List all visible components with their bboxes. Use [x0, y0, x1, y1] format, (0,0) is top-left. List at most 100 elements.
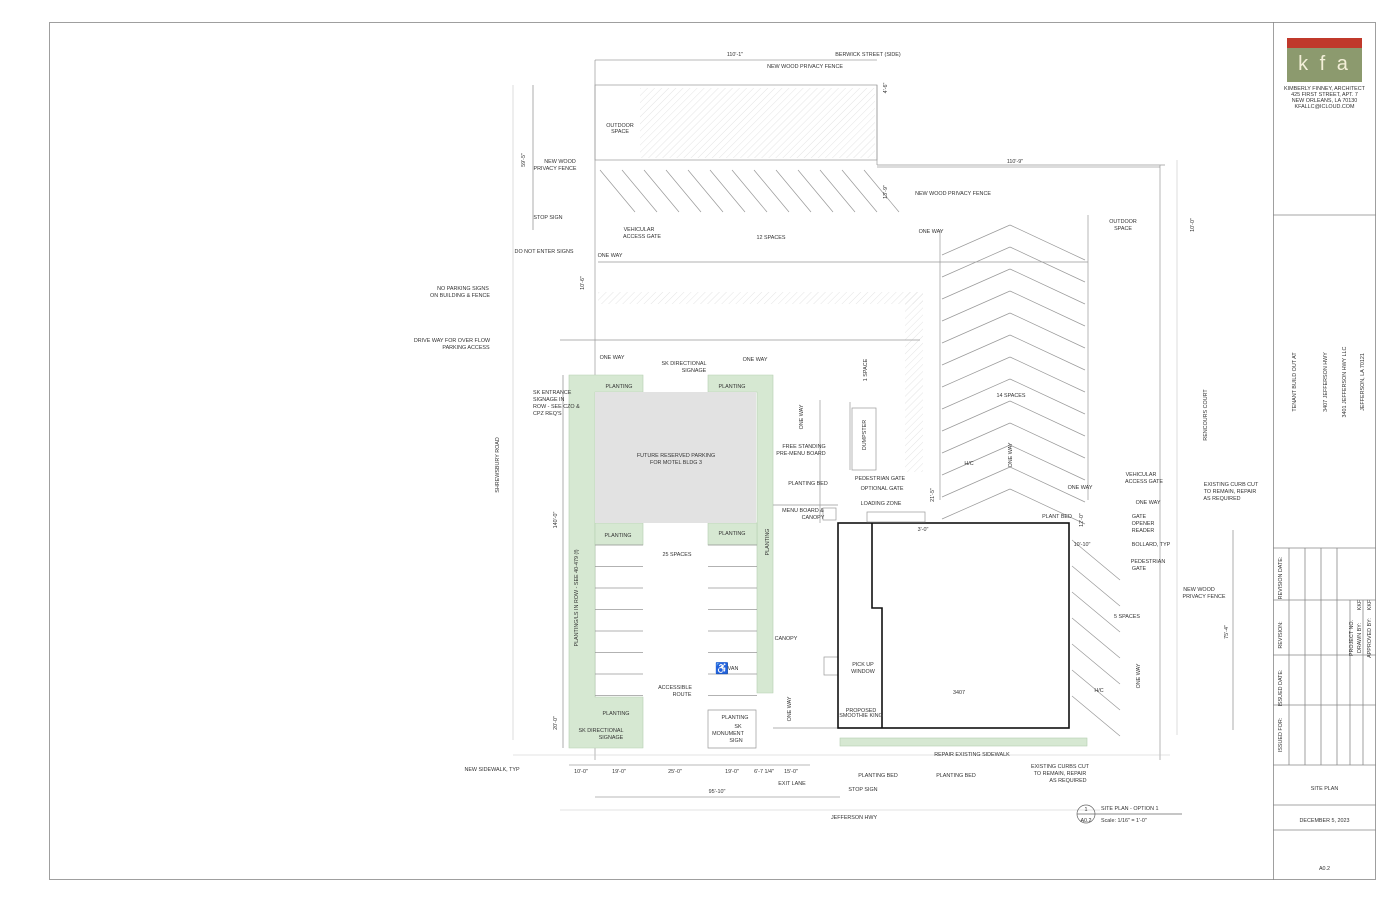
parking-stripe [941, 444, 1011, 476]
parking-stripe [941, 400, 1011, 432]
annotation-ped-gate2-a: PEDESTRIAN [1131, 559, 1166, 565]
annotation-one-space: 1 SPACE [863, 358, 869, 381]
annotation-premenu-a: FREE STANDING [782, 444, 825, 450]
annotation-curb-cut2-b: TO REMAIN, REPAIR [1034, 771, 1087, 777]
annotation-stop-sign-bot: STOP SIGN [848, 787, 877, 793]
parking-stripe [1071, 669, 1121, 711]
dimension-lines [532, 59, 1234, 798]
logo-text: k f a [1298, 53, 1351, 75]
parking-stripes-14-spaces [941, 224, 1086, 525]
annotation-dim-b3: 25'-0" [668, 769, 682, 775]
annotation-planting-5: PLANTING [765, 529, 771, 556]
parking-stripes-12-spaces [599, 169, 900, 213]
annotation-fence-right-a: NEW WOOD [1183, 587, 1215, 593]
annotation-fence-left-b: PRIVACY FENCE [534, 166, 577, 172]
annotation-planting-row: PLANTING/LS IN ROW - SEE 40-479 (f) [574, 549, 580, 646]
annotation-one-way-6: ONE WAY [1008, 442, 1014, 467]
parking-stripe [941, 290, 1011, 322]
pickup-window [823, 656, 839, 676]
parking-stripe [941, 224, 1011, 256]
annotation-dim-75-4: 75'-4" [1224, 625, 1230, 639]
annotation-dim-21-5: 21'-5" [930, 488, 936, 502]
plan-annotations: 110'-1"BERWICK STREET (SIDE)NEW WOOD PRI… [414, 52, 1259, 821]
annotation-one-way-4: ONE WAY [743, 357, 768, 363]
annotation-premenu-b: PRE-MENU BOARD [776, 451, 826, 457]
annotation-access-b: ROUTE [673, 692, 692, 698]
annotation-van: VAN [728, 666, 739, 672]
annotation-one-way-9: ONE WAY [1136, 663, 1142, 688]
firm-address-1: 425 FIRST STREET, APT. 7 [1291, 92, 1358, 98]
annotation-sk-ent-a: SK ENTRANCE [533, 390, 572, 396]
sk-monument-sign [707, 709, 757, 749]
annotation-fence-top: NEW WOOD PRIVACY FENCE [767, 64, 843, 70]
annotation-bollard: BOLLARD, TYP [1132, 542, 1171, 548]
parking-stripe [1071, 643, 1121, 685]
annotation-hc-1: H/C [964, 461, 973, 467]
firm-email: KFALLC@ICLOUD.COM [1295, 104, 1355, 110]
annotation-opt-gate: OPTIONAL GATE [861, 486, 904, 492]
annotation-dim-20-0: 20'-0" [553, 716, 559, 730]
annotation-outdoor1-a: OUTDOOR [606, 123, 634, 129]
annotation-sk-dir2-b: SIGNAGE [599, 735, 624, 741]
annotation-spaces-5: 5 SPACES [1114, 614, 1140, 620]
future-reserved-parking [595, 392, 756, 523]
sheet-border [49, 22, 1376, 880]
annotation-one-way-2: ONE WAY [598, 253, 623, 259]
parking-stripe [941, 356, 1011, 388]
annotation-new-sidewalk: NEW SIDEWALK, TYP [464, 767, 520, 773]
revision-table: ISSUED FOR:ISSUED DATE:REVISION:REVISION… [1273, 548, 1376, 765]
annotation-outdoor2-b: SPACE [1114, 226, 1132, 232]
annotation-dim-110-9: 110'-9" [1007, 159, 1023, 165]
annotation-curb-cut2-a: EXISTING CURBS CUT [1031, 764, 1090, 770]
annotation-curb-cut1-a: EXISTING CURB CUT [1204, 482, 1259, 488]
parking-stripe [621, 169, 658, 213]
annotation-dim-13-9: 13'-9" [883, 185, 889, 199]
annotation-overflow-a: DRIVE WAY FOR OVER FLOW [414, 338, 491, 344]
revision-approved-by-label: APPROVED BY: [1367, 618, 1373, 658]
parking-stripe [941, 268, 1011, 300]
annotation-planting-bed-2: PLANTING BED [858, 773, 898, 779]
parking-stripe [599, 169, 636, 213]
annotation-dim-12-0: 12'-0" [1079, 513, 1085, 527]
annotation-veh-gate1-a: VEHICULAR [624, 227, 655, 233]
parking-stripe [1071, 565, 1121, 607]
annotation-ped-gate: PEDESTRIAN GATE [855, 476, 906, 482]
annotation-one-way-7: ONE WAY [1068, 485, 1093, 491]
parking-stripe [709, 169, 746, 213]
dumpster [851, 407, 877, 471]
parking-stripe [1071, 695, 1121, 737]
annotation-do-not-enter: DO NOT ENTER SIGNS [515, 249, 574, 255]
annotation-monument-b: MONUMENT [712, 731, 744, 737]
annotation-fence-right-b: PRIVACY FENCE [1183, 594, 1226, 600]
sheet-name: SITE PLAN [1311, 786, 1339, 792]
annotation-sk-dir-a: SK DIRECTIONAL [662, 361, 707, 367]
parking-stripe [941, 488, 1011, 520]
firm-address-2: NEW ORLEANS, LA 70130 [1292, 98, 1358, 104]
annotation-ped-gate2-b: GATE [1132, 566, 1147, 572]
annotation-monument-a: SK [734, 724, 742, 730]
annotation-spaces-12: 12 SPACES [757, 235, 786, 241]
parking-stripe [1009, 356, 1086, 393]
annotation-one-way-8: ONE WAY [1136, 500, 1161, 506]
drawing-tag-sheet: A0.2 [1080, 818, 1091, 824]
annotation-dim-10-0-r: 10'-0" [1190, 218, 1196, 232]
drive-thru-lane [773, 400, 851, 729]
lot-hatch [598, 292, 923, 304]
project-owner: 3401 JEFFERSON HWY LLC [1342, 346, 1348, 417]
annotation-no-parking-b: ON BUILDING & FENCE [430, 293, 490, 299]
parking-stripe [753, 169, 790, 213]
parking-stripe [941, 466, 1011, 498]
annotation-rencours: RENCOURS COURT [1203, 389, 1209, 441]
parking-stripe [1009, 466, 1086, 503]
annotation-bldg: 3407 [953, 690, 965, 696]
annotation-outdoor2-a: OUTDOOR [1109, 219, 1137, 225]
parking-stripe [941, 334, 1011, 366]
firm-name: KIMBERLY FINNEY, ARCHITECT [1284, 86, 1366, 92]
annotation-dim-b4: 19'-0" [725, 769, 739, 775]
annotation-planting-bed-3: PLANTING BED [936, 773, 976, 779]
parking-stripe [1009, 312, 1086, 349]
annotation-curb-cut2-c: AS REQUIRED [1049, 778, 1086, 784]
parking-stripe [863, 169, 900, 213]
annotation-planting-4: PLANTING [719, 531, 746, 537]
parking-stripe [643, 169, 680, 213]
